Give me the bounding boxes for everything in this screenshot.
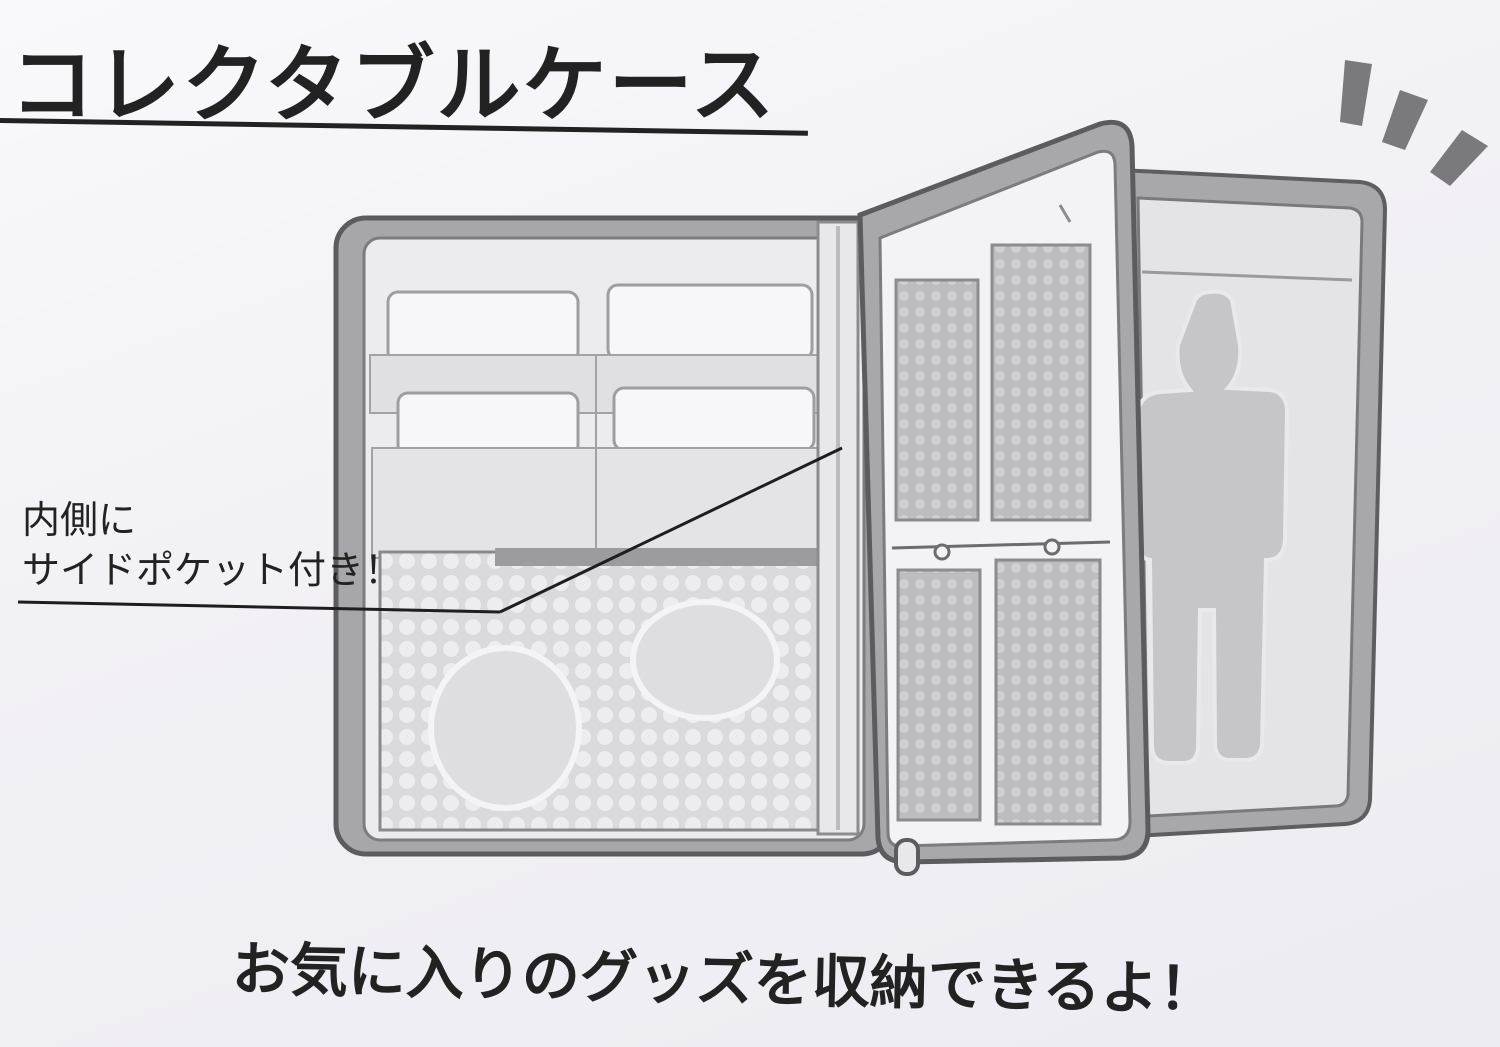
emphasis-marks-icon: [1340, 60, 1488, 186]
left-inner-panel: [333, 215, 895, 857]
side-pocket-callout: 内側に サイドポケット付き！: [22, 495, 402, 595]
callout-line-2: サイドポケット付き！: [22, 548, 403, 592]
back-cover-panel: [1117, 167, 1388, 839]
product-title: コレクタブルケース: [10, 36, 777, 134]
callout-leader-lines: [17, 446, 843, 614]
middle-flip-page: [857, 119, 1151, 876]
callout-line-1: 内側に: [22, 498, 137, 542]
